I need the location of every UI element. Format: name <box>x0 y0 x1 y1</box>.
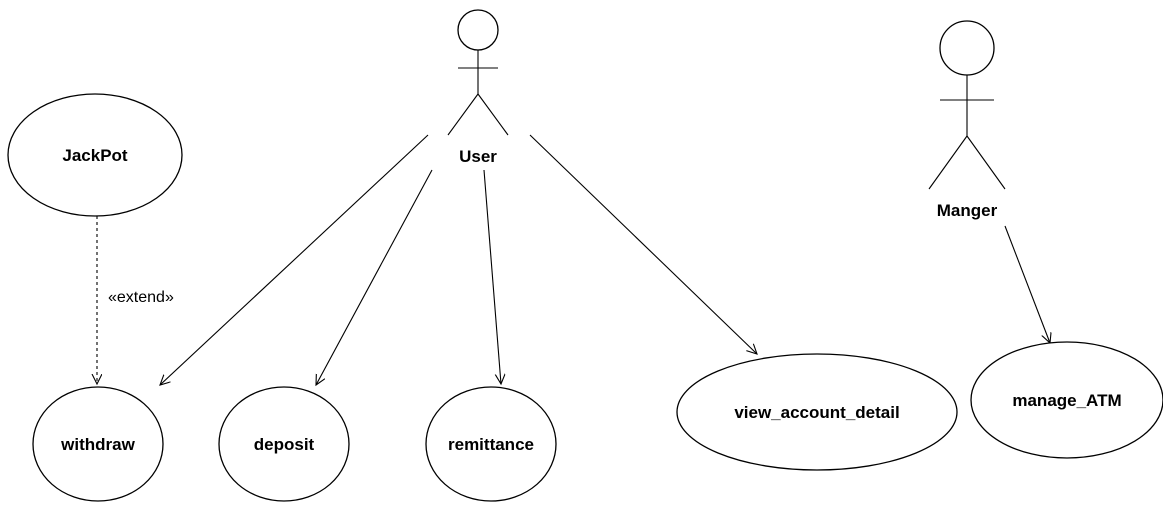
use-case-deposit: deposit <box>218 386 350 502</box>
user-left-leg <box>447 93 479 136</box>
extend-stereotype-label: «extend» <box>108 289 174 306</box>
use-case-view-account-detail: view_account_detail <box>676 353 958 471</box>
manager-head <box>939 20 995 76</box>
use-case-deposit-label: deposit <box>254 435 315 454</box>
user-right-leg <box>477 93 509 136</box>
use-case-jackpot-label: JackPot <box>62 146 128 165</box>
manager-right-leg <box>966 135 1006 190</box>
use-case-remittance: remittance <box>425 386 557 502</box>
association-manager-manage-atm <box>1004 225 1050 343</box>
use-case-view-account-detail-label: view_account_detail <box>734 403 899 422</box>
use-case-jackpot: JackPot <box>7 93 183 217</box>
user-label: User <box>459 147 497 166</box>
user-head <box>457 9 499 51</box>
manager-left-leg <box>928 135 968 190</box>
use-case-manage-atm-label: manage_ATM <box>1012 391 1121 410</box>
association-user-deposit <box>316 169 433 385</box>
association-user-remittance <box>483 169 501 384</box>
actor-manager: Manger <box>928 20 1006 220</box>
actor-user: User <box>447 9 509 166</box>
use-case-withdraw-label: withdraw <box>60 435 135 454</box>
manager-label: Manger <box>937 201 998 220</box>
use-case-manage-atm: manage_ATM <box>970 341 1163 459</box>
use-case-withdraw: withdraw <box>32 386 164 502</box>
association-user-view-account-detail <box>529 134 757 354</box>
use-case-remittance-label: remittance <box>448 435 534 454</box>
association-user-withdraw <box>160 134 429 385</box>
